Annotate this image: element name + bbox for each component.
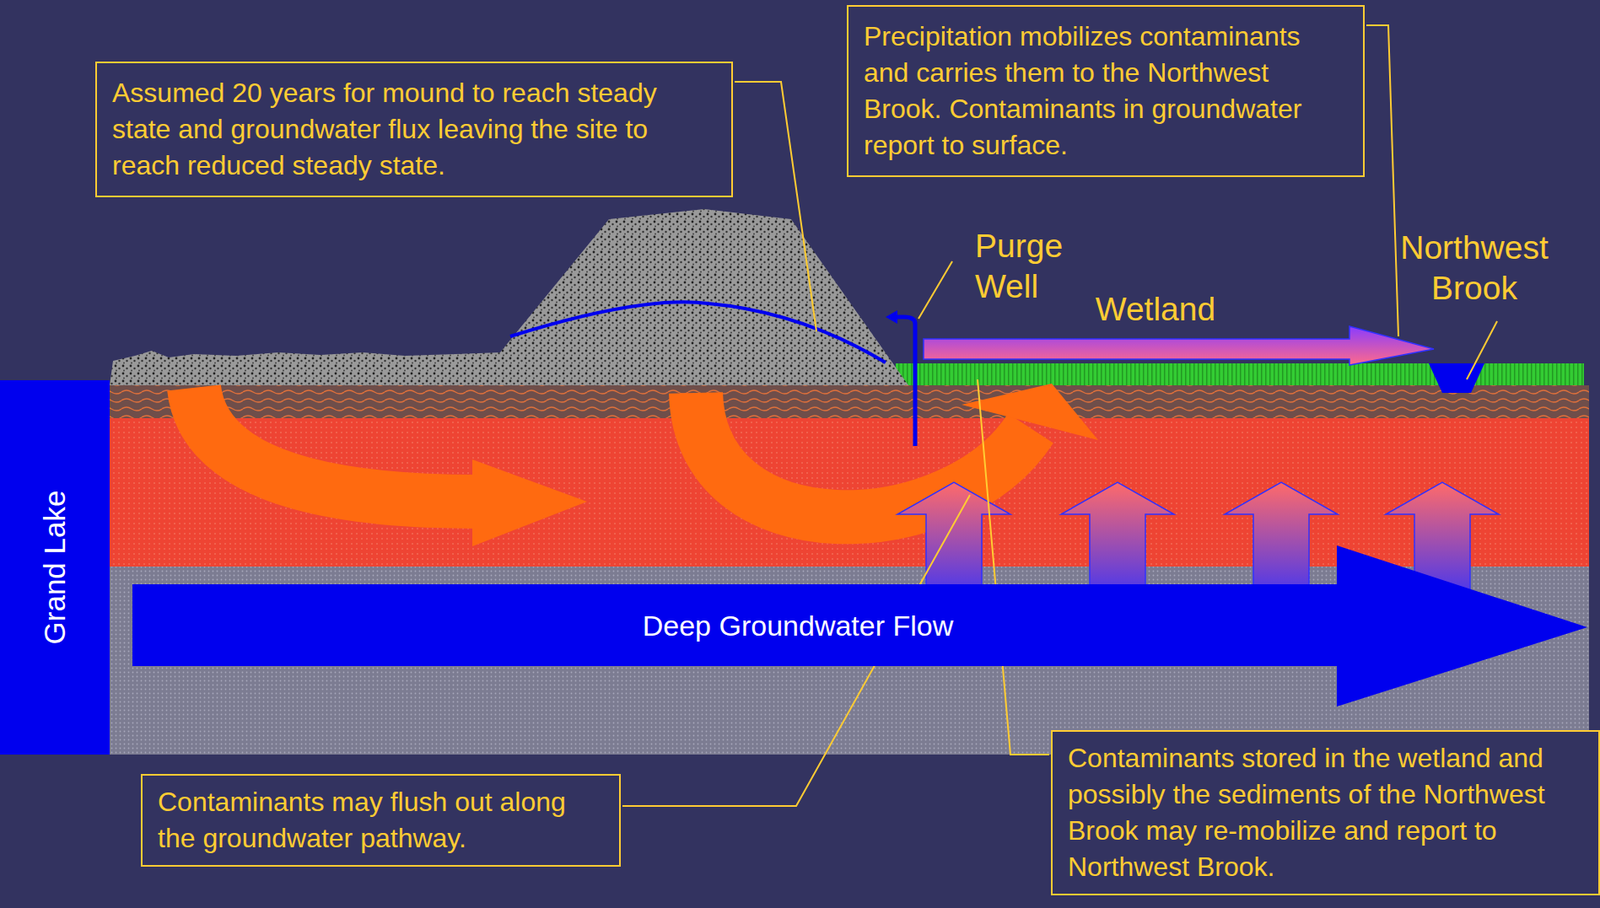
shallow-flow-arrow [193,387,477,502]
brook-label: Northwest Brook [1389,227,1559,309]
region-label: Grand Lake [37,490,72,646]
note-text: Contaminants may flush out along the gro… [157,784,604,857]
purge-well [894,317,916,447]
note-box: Contaminants stored in the wetland and p… [1050,730,1600,896]
brook-channel [1428,363,1485,394]
note-text: Precipitation mobilizes contaminants and… [863,18,1348,164]
topsoil-layer [109,385,1590,419]
flow-arrow: Deep Groundwater Flow [132,545,1590,707]
lake-band: Grand Lake [0,380,110,755]
note-text: Contaminants stored in the wetland and p… [1067,740,1584,886]
note-text: Assumed 20 years for mound to reach stea… [112,75,717,184]
arrowhead [472,459,588,547]
note-box: Contaminants may flush out along the gro… [140,774,621,868]
note-box: Assumed 20 years for mound to reach stea… [95,61,733,198]
runoff-arrow [923,326,1434,366]
waste-mound [109,209,909,386]
water-table [510,301,886,363]
well-label: Purge Well [975,226,1085,308]
wetland-label: Wetland [1071,289,1240,330]
arrowhead [885,310,898,324]
note-box: Precipitation mobilizes contaminants and… [846,5,1365,178]
region-label: Deep Groundwater Flow [642,609,954,643]
